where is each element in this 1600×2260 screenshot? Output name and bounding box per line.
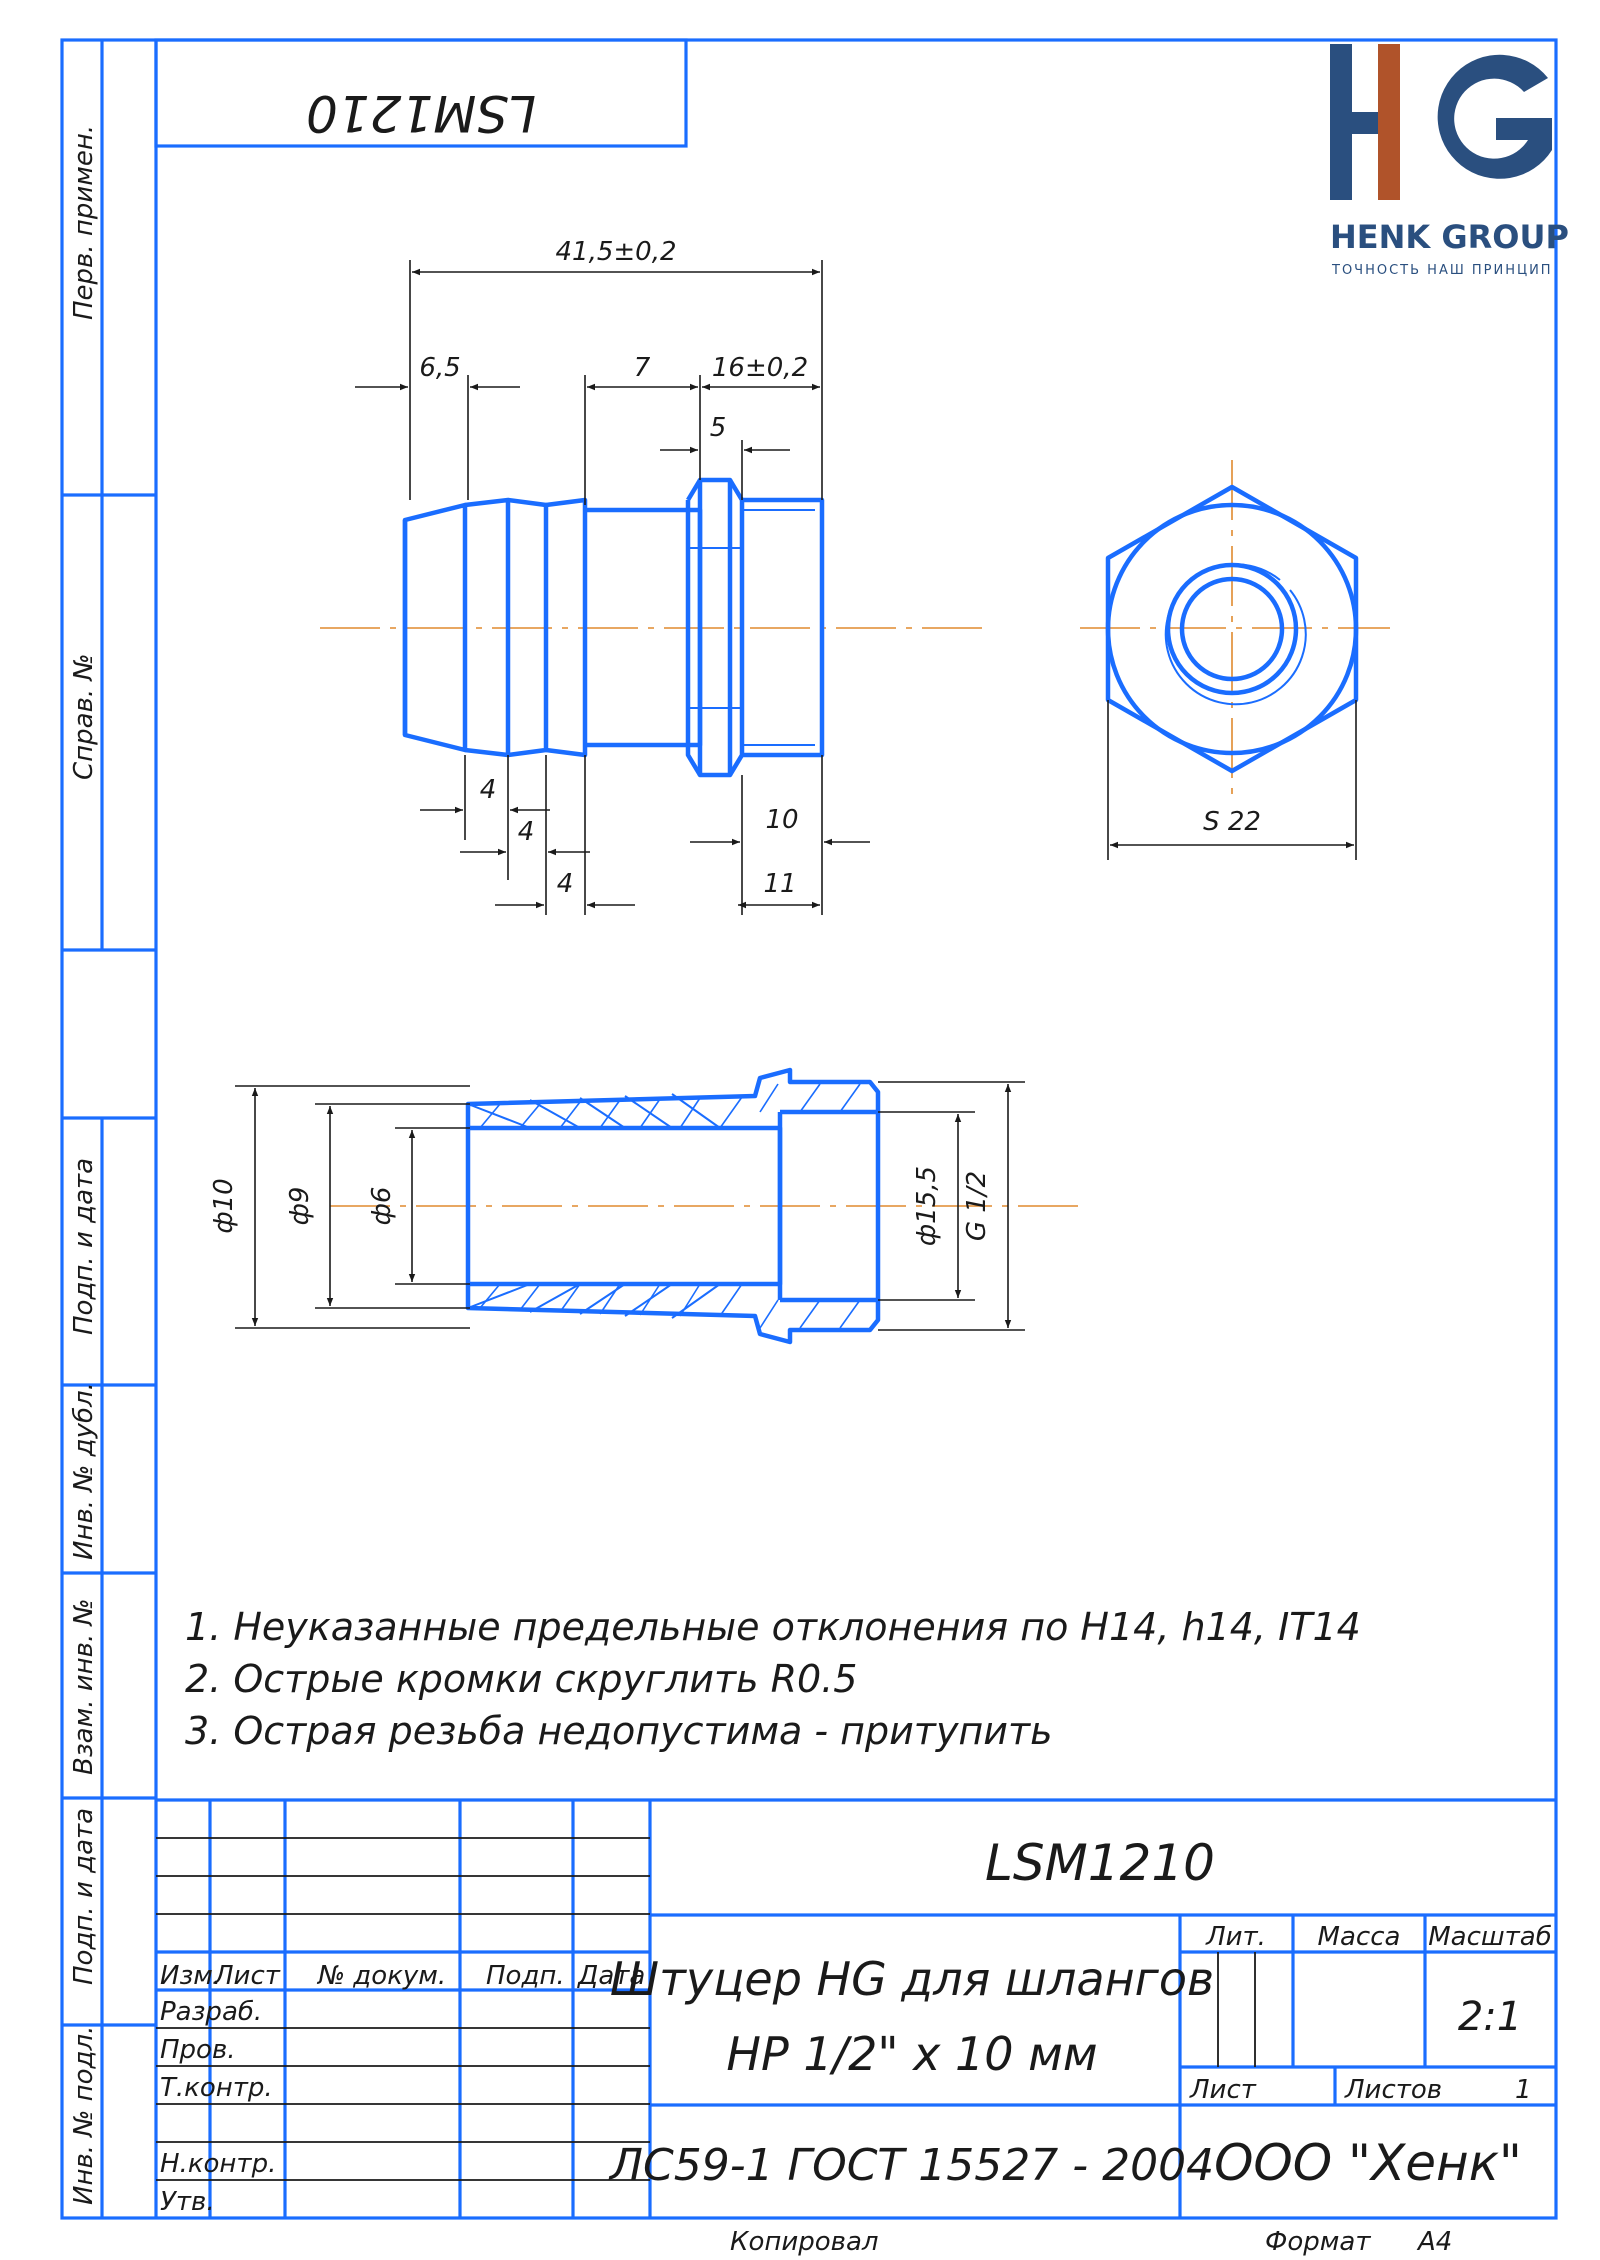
company-logo: HENK GROUP ТОЧНОСТЬ НАШ ПРИНЦИП — [1330, 44, 1569, 278]
hatch-top — [479, 1083, 861, 1129]
dim-phi15-5: ф15,5 — [912, 1166, 942, 1246]
drawing-code: LSM1210 — [985, 1834, 1215, 1892]
tb-podp: Подп. — [486, 1961, 565, 1991]
dim-16: 16±0,2 — [712, 353, 808, 383]
dim-11: 11 — [763, 869, 796, 899]
bottom-labels: Копировал Формат А4 — [730, 2227, 1452, 2257]
label-format-value: А4 — [1416, 2227, 1452, 2257]
tb-masshtab: Масштаб — [1428, 1922, 1552, 1952]
dim-7: 7 — [634, 353, 651, 383]
tb-prov: Пров. — [160, 2035, 236, 2065]
dim-4c: 4 — [557, 869, 574, 899]
dimensions-end-view: S 22 — [1107, 700, 1357, 860]
tb-izm: Изм. — [160, 1961, 221, 1991]
side-label-podp-data-1: Подп. и дата — [69, 1158, 99, 1335]
dim-phi9: ф9 — [285, 1187, 315, 1226]
side-label-vzam-inv: Взам. инв. № — [69, 1598, 99, 1775]
technical-notes: 1. Неуказанные предельные отклонения по … — [185, 1605, 1361, 1753]
drawing-material: ЛС59-1 ГОСТ 15527 - 2004 — [608, 2140, 1214, 2191]
side-label-podp-data-2: Подп. и дата — [69, 1808, 99, 1985]
dim-g1-2: G 1/2 — [962, 1171, 992, 1241]
tb-utv: Утв. — [160, 2187, 215, 2217]
side-label-inv-dubl: Инв. № дубл. — [69, 1382, 99, 1560]
tb-sheets-total: 1 — [1515, 2075, 1532, 2105]
top-code-text: LSM1210 — [306, 84, 536, 142]
tb-list: Лист — [213, 1961, 281, 1991]
dimensions-side-view: 41,5±0,2 6,5 7 16±0,2 5 4 4 4 — [355, 237, 870, 915]
dim-4a: 4 — [480, 775, 497, 805]
drawing-scale: 2:1 — [1458, 1994, 1522, 2040]
logo-slogan: ТОЧНОСТЬ НАШ ПРИНЦИП — [1331, 263, 1553, 278]
side-view — [320, 477, 990, 778]
side-label-sprav-no: Справ. № — [69, 654, 99, 780]
side-label-perv-primen: Перв. примен. — [69, 125, 99, 320]
tb-razrab: Разраб. — [160, 1997, 262, 2027]
dim-phi6: ф6 — [367, 1187, 397, 1226]
dim-overall: 41,5±0,2 — [555, 237, 676, 267]
dim-s22: S 22 — [1203, 807, 1261, 837]
drawing-title-line-2: НР 1/2" х 10 мм — [726, 2027, 1097, 2081]
logo-name: HENK GROUP — [1330, 218, 1569, 256]
note-2: 2. Острые кромки скруглить R0.5 — [185, 1657, 857, 1701]
label-format: Формат — [1265, 2227, 1371, 2257]
dim-phi10: ф10 — [209, 1178, 239, 1233]
tb-data: Дата — [577, 1961, 645, 1991]
tb-tkontr: Т.контр. — [160, 2073, 273, 2103]
note-3: 3. Острая резьба недопустима - притупить — [185, 1709, 1053, 1753]
dim-6-5: 6,5 — [419, 353, 460, 383]
side-labels: Перв. примен. Справ. № Подп. и дата Инв.… — [69, 125, 99, 2205]
tb-nkontr: Н.контр. — [160, 2149, 276, 2179]
top-code-box: LSM1210 — [154, 38, 688, 148]
dimensions-section-view: ф10 ф9 ф6 ф15,5 G 1/2 — [209, 1081, 1025, 1331]
tb-list-right: Лист — [1189, 2075, 1257, 2105]
hatch-bottom — [479, 1283, 861, 1329]
sheet-frame — [60, 38, 1558, 2220]
tb-no-dokum: № докум. — [316, 1961, 446, 1991]
tb-lit: Лит. — [1205, 1922, 1266, 1952]
dim-4b: 4 — [518, 817, 535, 847]
note-1: 1. Неуказанные предельные отклонения по … — [185, 1605, 1361, 1649]
side-label-inv-podl: Инв. № подл. — [69, 2026, 99, 2205]
drawing-title-line-1: Штуцер HG для шлангов — [610, 1952, 1214, 2006]
drawing-company: ООО "Хенк" — [1214, 2134, 1522, 2192]
section-view — [330, 1067, 1080, 1345]
dim-10: 10 — [765, 805, 798, 835]
label-kopiroval: Копировал — [730, 2227, 879, 2257]
end-view — [1080, 460, 1390, 800]
title-block: LSM1210 Штуцер HG для шлангов НР 1/2" х … — [156, 1798, 1556, 2218]
tb-listov: Листов — [1344, 2075, 1442, 2105]
tb-massa: Масса — [1318, 1922, 1401, 1952]
dim-5: 5 — [710, 413, 727, 443]
